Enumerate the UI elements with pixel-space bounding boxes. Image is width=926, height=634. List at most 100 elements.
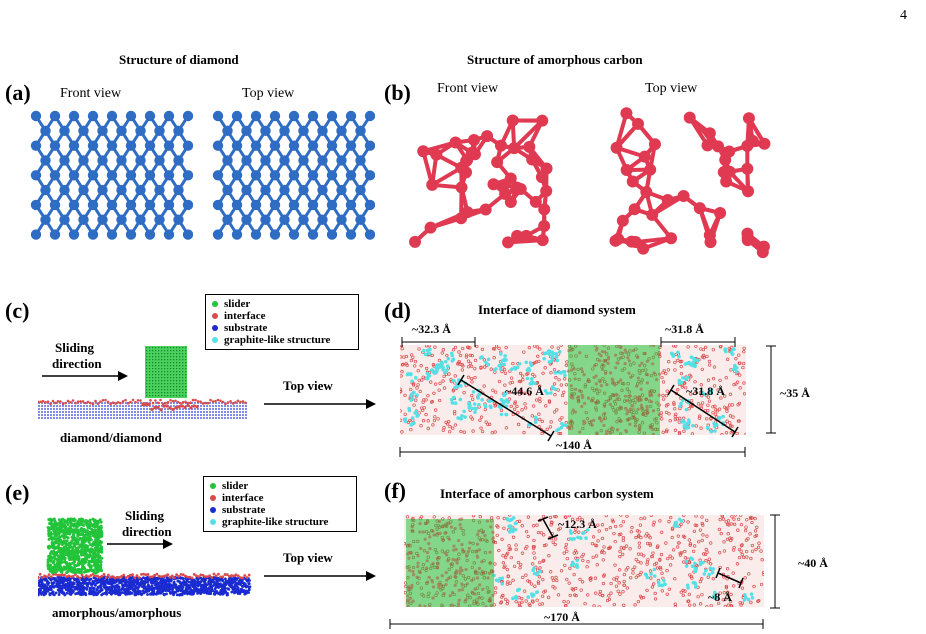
top-view-arrow-c	[262, 396, 378, 412]
top-view-label-c: Top view	[283, 378, 333, 394]
panel-a-top-label: Top view	[242, 86, 294, 102]
diamond-atom	[279, 185, 289, 195]
diamond-atom	[355, 126, 365, 136]
amorphous-atom	[495, 140, 507, 152]
diamond-atom	[270, 200, 280, 210]
diamond-atom	[241, 126, 251, 136]
diamond-atom	[126, 229, 136, 239]
legend-item: slider	[210, 480, 350, 492]
amorphous-atom	[684, 112, 696, 124]
diamond-atom	[69, 170, 79, 180]
diamond-atom	[126, 140, 136, 150]
diamond-atom	[164, 140, 174, 150]
legend-dot-interface	[210, 495, 216, 501]
diamond-atom	[107, 170, 117, 180]
diamond-atom	[355, 215, 365, 225]
dim-32-3: ~32.3 Å	[412, 322, 451, 337]
diamond-atom	[88, 170, 98, 180]
amorphous-atom	[417, 145, 429, 157]
diamond-atom	[336, 215, 346, 225]
diamond-atom	[270, 229, 280, 239]
diamond-atom	[107, 200, 117, 210]
diamond-atom	[116, 155, 126, 165]
amorphous-atom	[741, 163, 753, 175]
dim-31-8-diag: ~31.8 Å	[686, 384, 725, 399]
diamond-atom	[317, 155, 327, 165]
diamond-atom	[279, 126, 289, 136]
diamond-atom	[164, 200, 174, 210]
amorphous-atom	[662, 194, 674, 206]
diamond-atom	[59, 155, 69, 165]
top-view-arrow-e	[262, 568, 378, 584]
amorphous-atom	[491, 156, 503, 168]
amorphous-top-view-network	[605, 103, 775, 263]
diamond-atom	[69, 140, 79, 150]
diamond-atom	[31, 140, 41, 150]
diamond-atom	[289, 111, 299, 121]
diamond-atom	[78, 215, 88, 225]
panel-d-title: Interface of diamond system	[478, 302, 636, 318]
legend-dot-slider	[210, 483, 216, 489]
diamond-atom	[78, 126, 88, 136]
diamond-atom	[327, 170, 337, 180]
diamond-atom	[116, 215, 126, 225]
diamond-atom	[298, 155, 308, 165]
legend-dot-substrate	[212, 325, 218, 331]
diamond-atom	[260, 185, 270, 195]
amorphous-atom	[487, 178, 499, 190]
diamond-atom	[97, 126, 107, 136]
amorphous-atom	[620, 107, 632, 119]
diamond-atom	[145, 140, 155, 150]
amorphous-atom	[742, 185, 754, 197]
legend-item: slider	[212, 298, 352, 310]
legend-item: interface	[210, 492, 350, 504]
dim-170: ~170 Å	[544, 610, 580, 625]
amorphous-atom	[536, 115, 548, 127]
dim-8: ~8 Å	[708, 590, 732, 605]
amorphous-atom	[747, 135, 759, 147]
diamond-atom	[78, 185, 88, 195]
diamond-atom	[213, 200, 223, 210]
diamond-atom	[241, 185, 251, 195]
diamond-atom	[164, 170, 174, 180]
diamond-atom	[213, 140, 223, 150]
amorphous-atom	[530, 196, 542, 208]
diamond-atom	[308, 140, 318, 150]
diamond-atom	[173, 126, 183, 136]
diamond-atom	[298, 185, 308, 195]
panel-b-top-label: Top view	[645, 81, 697, 97]
diamond-atom	[365, 111, 375, 121]
diamond-atom	[308, 111, 318, 121]
diamond-atom	[251, 229, 261, 239]
amorphous-sliding-simulation	[38, 515, 253, 600]
dim-40: ~40 Å	[798, 556, 828, 571]
diamond-atom	[69, 200, 79, 210]
amorphous-atom	[719, 154, 731, 166]
amorphous-atom	[449, 136, 461, 148]
panel-f-title: Interface of amorphous carbon system	[440, 486, 654, 502]
diamond-atom	[183, 229, 193, 239]
panel-a-front-label: Front view	[60, 86, 121, 102]
panel-e-letter: (e)	[5, 480, 29, 506]
diamond-atom	[355, 155, 365, 165]
diamond-atom	[222, 155, 232, 165]
diamond-atom	[135, 215, 145, 225]
diamond-atom	[145, 200, 155, 210]
amorphous-atom	[520, 230, 532, 242]
diamond-atom	[308, 170, 318, 180]
dim-31-8-top: ~31.8 Å	[665, 322, 704, 337]
amorphous-atom	[626, 236, 638, 248]
diamond-atom	[135, 185, 145, 195]
diamond-atom	[78, 155, 88, 165]
diamond-atom	[145, 111, 155, 121]
diamond-atom	[336, 126, 346, 136]
dim-12-3: ~12.3 Å	[558, 517, 597, 532]
amorphous-atom	[426, 179, 438, 191]
diamond-atom	[289, 229, 299, 239]
diamond-atom	[346, 170, 356, 180]
amorphous-atom	[409, 236, 421, 248]
diamond-atom	[97, 155, 107, 165]
diamond-atom	[31, 229, 41, 239]
diamond-atom	[97, 185, 107, 195]
amorphous-atom	[466, 147, 478, 159]
